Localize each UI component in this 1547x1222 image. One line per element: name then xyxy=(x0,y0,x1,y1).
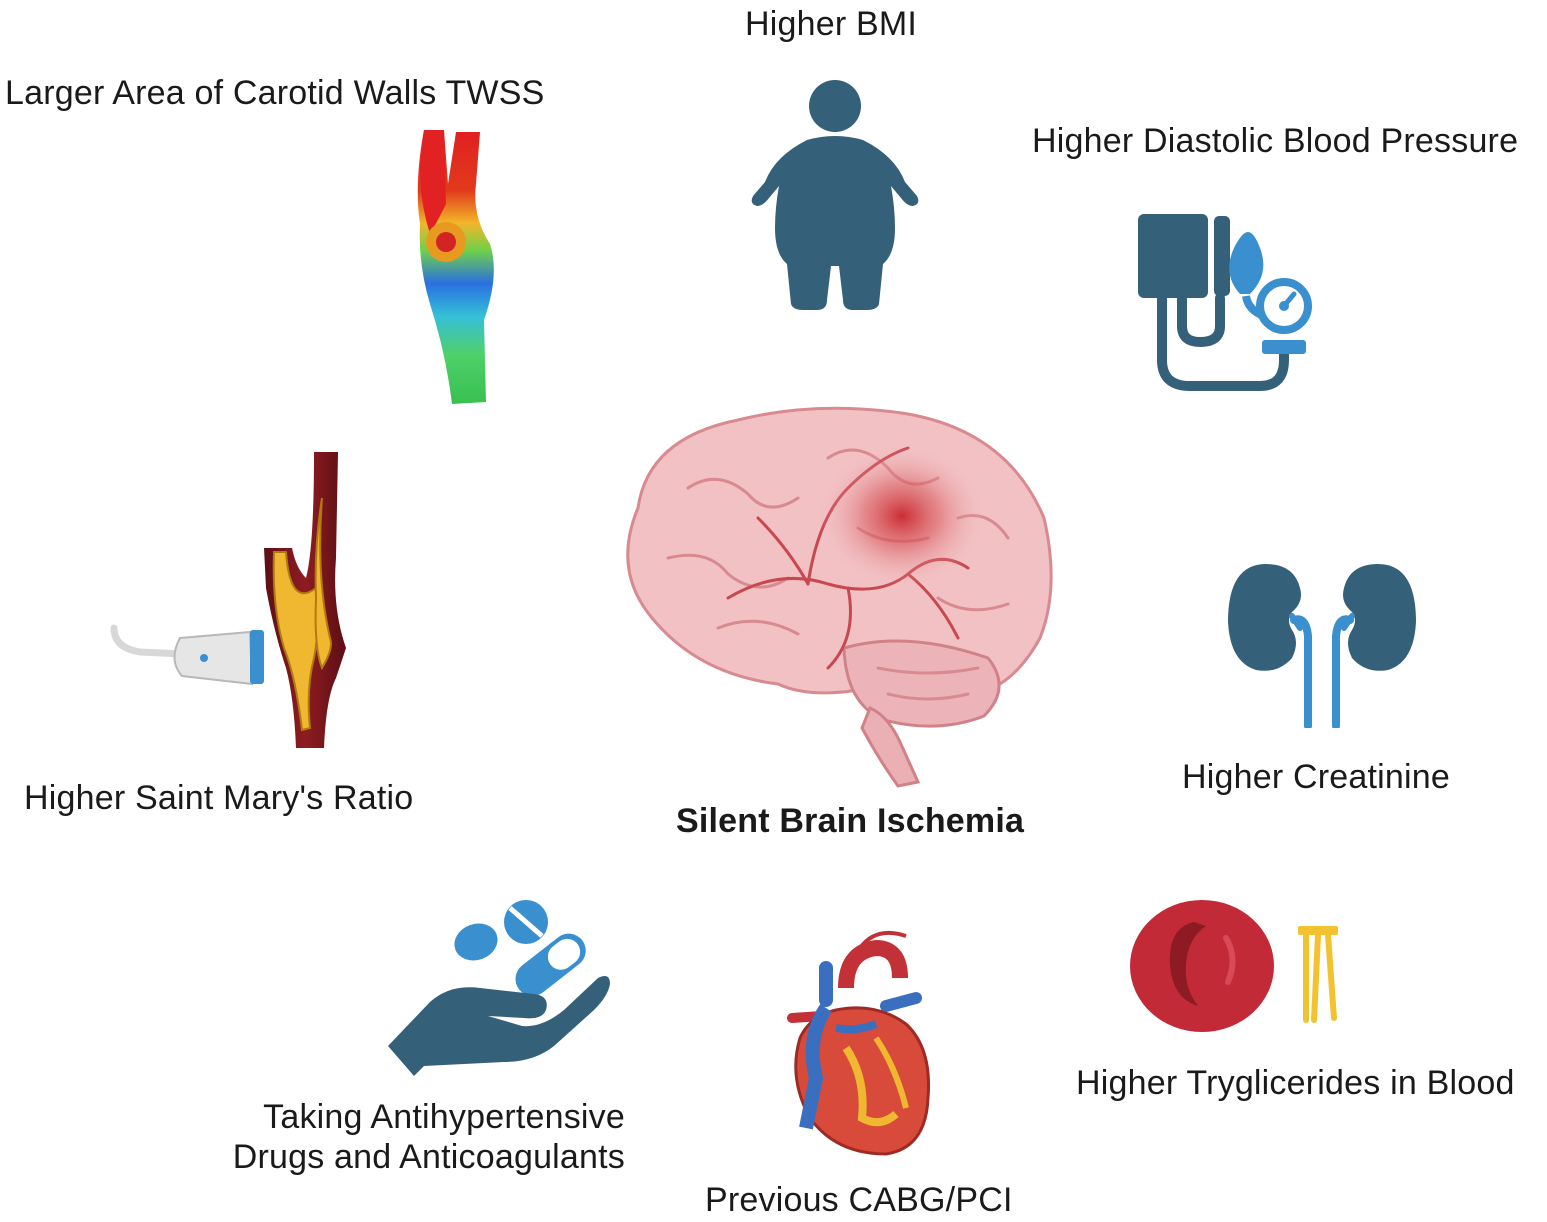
kidneys-icon xyxy=(1228,564,1416,728)
label-higher-bmi: Higher BMI xyxy=(745,5,918,43)
carotid-ultrasound-icon xyxy=(110,452,346,748)
label-carotid-twss: Larger Area of Carotid Walls TWSS xyxy=(5,74,545,112)
label-previous-cabg-pci: Previous CABG/PCI xyxy=(705,1181,1013,1219)
obese-person-icon xyxy=(751,80,919,310)
blood-pressure-cuff-icon xyxy=(1138,214,1312,391)
brain-icon xyxy=(626,406,1053,788)
label-silent-brain-ischemia: Silent Brain Ischemia xyxy=(676,802,1025,840)
label-saint-marys-ratio: Higher Saint Mary's Ratio xyxy=(24,779,414,817)
label-higher-creatinine: Higher Creatinine xyxy=(1182,758,1450,796)
label-triglycerides: Higher Tryglicerides in Blood xyxy=(1076,1064,1515,1102)
label-diastolic-bp: Higher Diastolic Blood Pressure xyxy=(1032,122,1519,160)
heart-icon xyxy=(787,931,930,1156)
label-antihypertensive-drugs: Taking Antihypertensive Drugs and Antico… xyxy=(233,1097,625,1177)
red-blood-cell-lipid-icon xyxy=(1130,900,1338,1032)
label-drugs-line2: Drugs and Anticoagulants xyxy=(232,1138,625,1176)
carotid-wss-map-icon xyxy=(417,130,494,404)
label-drugs-line1: Taking Antihypertensive xyxy=(263,1098,625,1136)
hand-pills-icon xyxy=(388,900,610,1076)
